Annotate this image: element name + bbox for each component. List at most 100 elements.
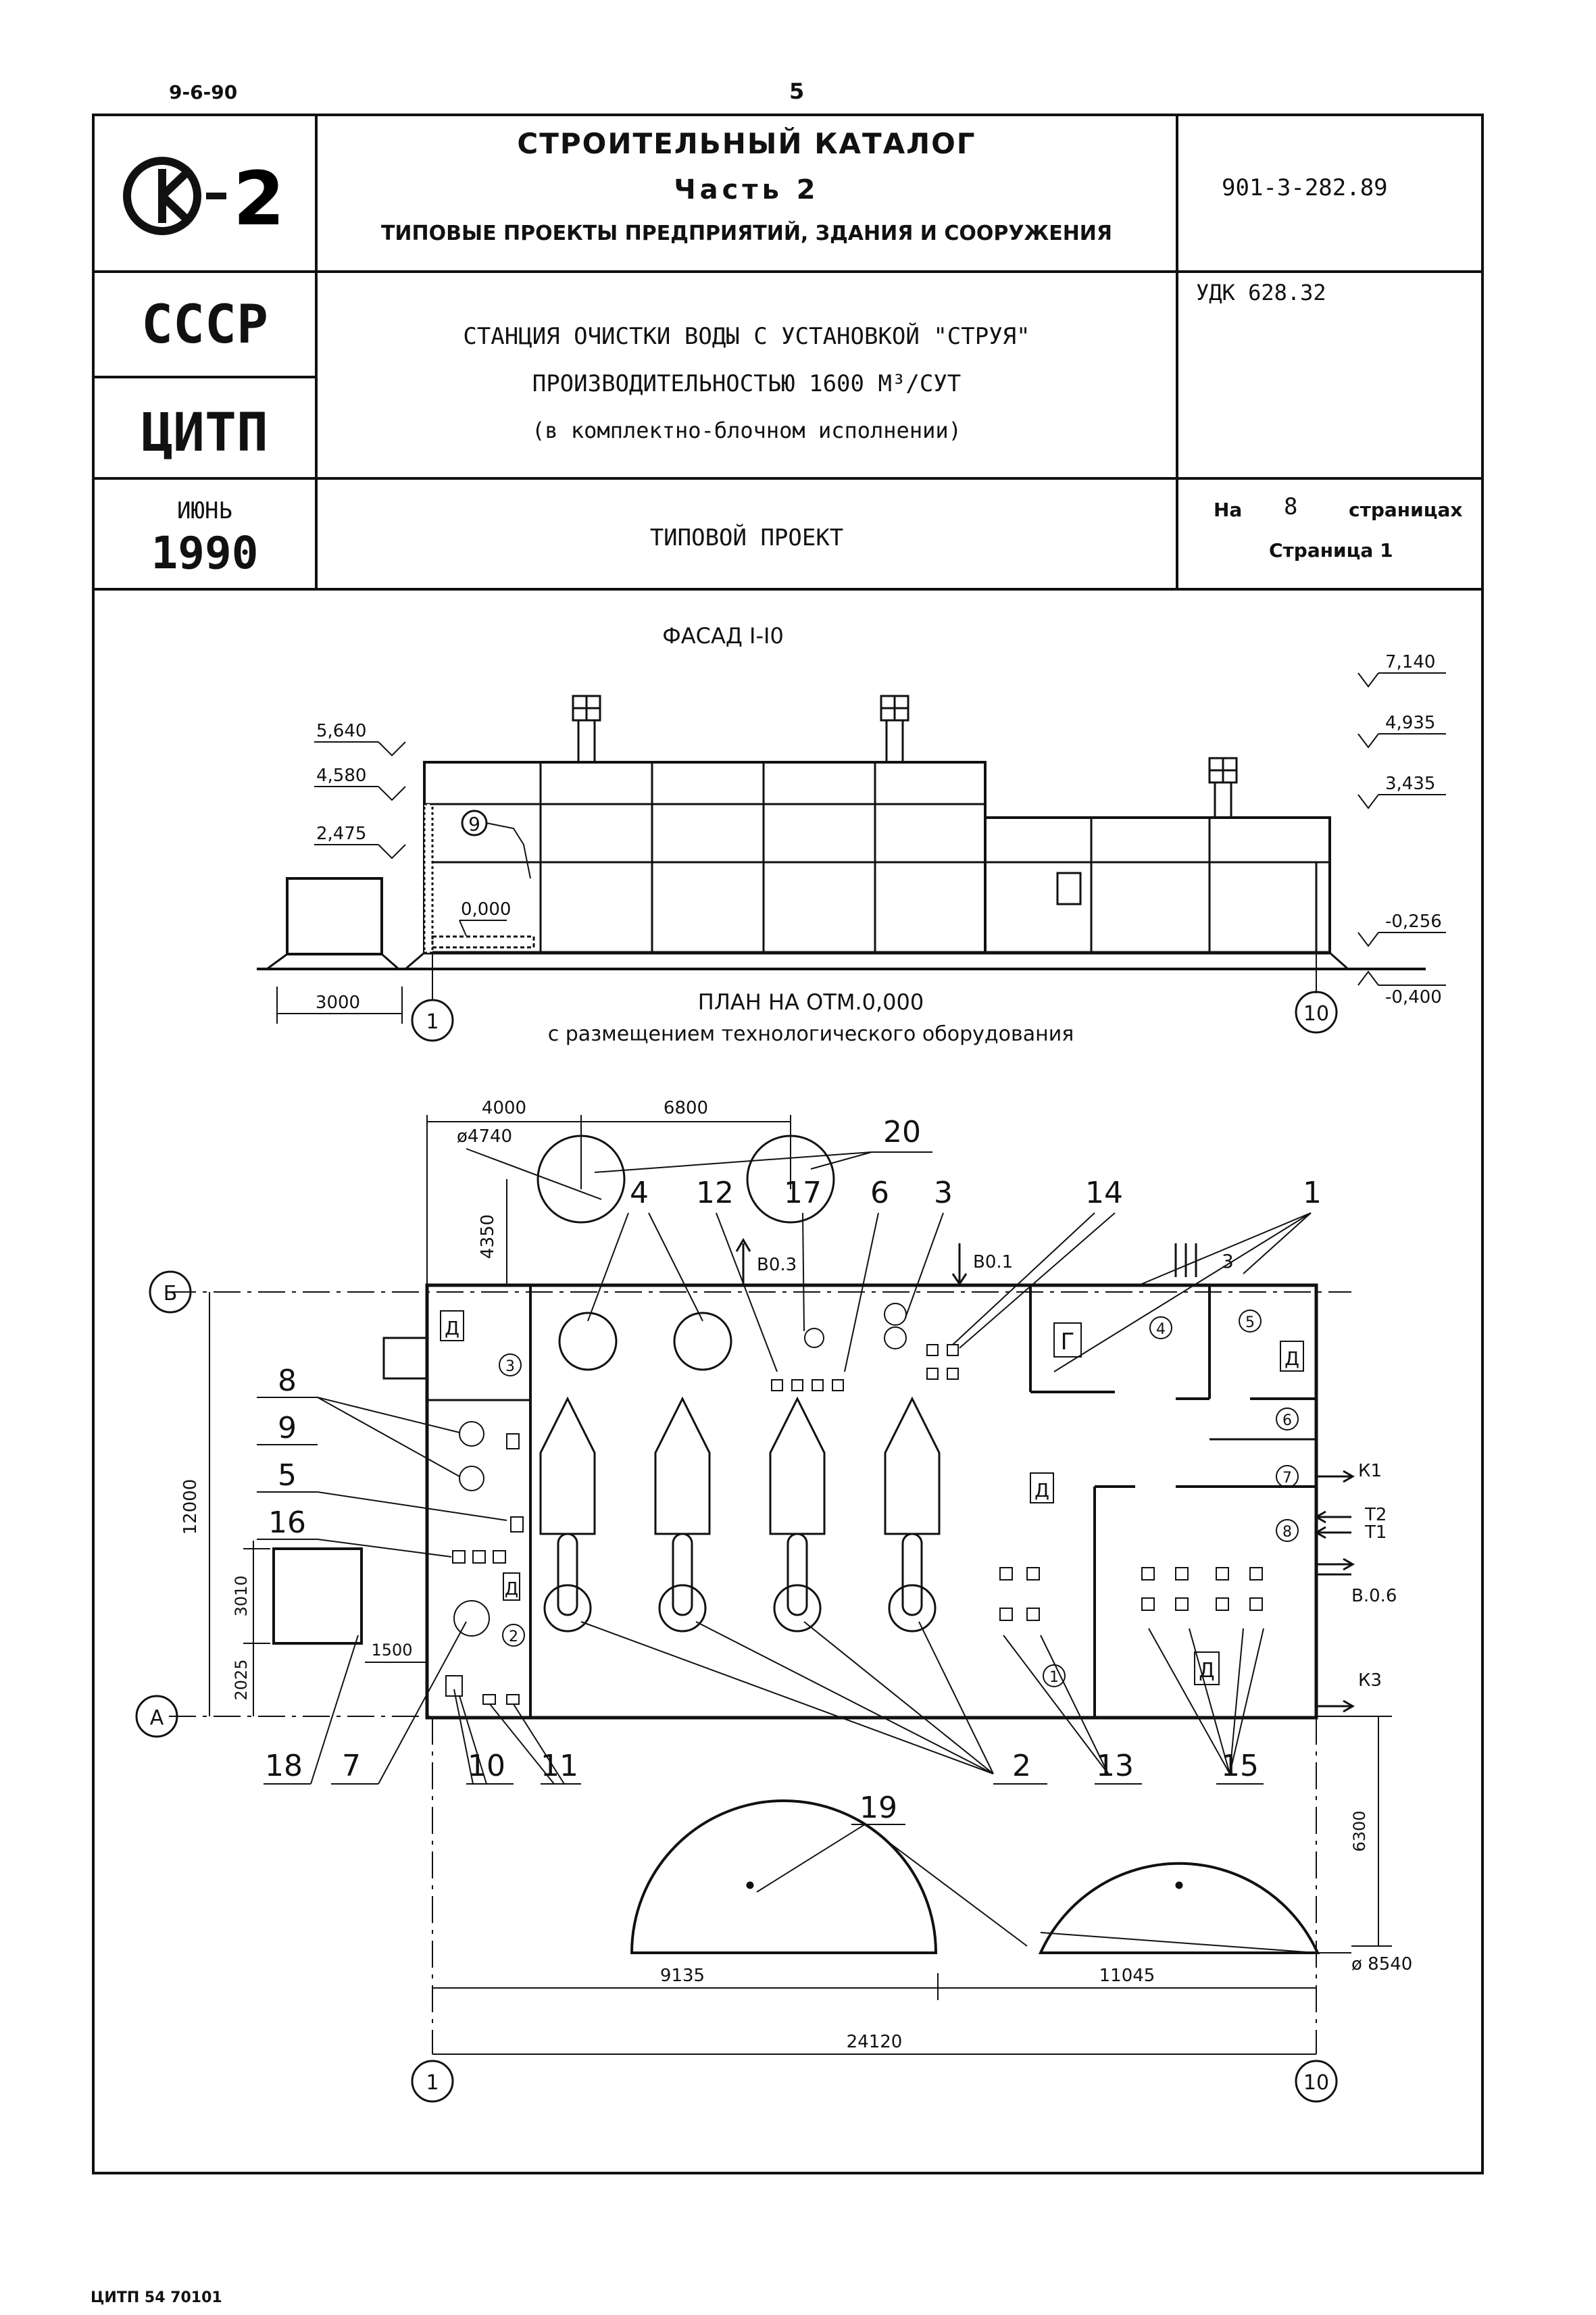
elev-left-1: 5,640 [316, 721, 366, 741]
month: ИЮНЬ [177, 497, 232, 524]
dim-4740: ø4740 [457, 1126, 512, 1147]
divider [315, 114, 318, 589]
elev-left-2: 4,580 [316, 766, 366, 786]
label-8: 8 [278, 1364, 297, 1398]
dim-8540: ø 8540 [1351, 1954, 1412, 1974]
dim-12000: 12000 [180, 1479, 201, 1535]
room-letter-d: Д [505, 1579, 518, 1599]
divider [92, 376, 315, 378]
room-number-8: 8 [1282, 1524, 1292, 1541]
doc-type: ТИПОВОЙ ПРОЕКТ [649, 524, 844, 551]
pages-suffix: страницах [1349, 499, 1463, 521]
dim-6800: 6800 [664, 1098, 708, 1118]
label-14: 14 [1085, 1176, 1123, 1210]
axis-B: Б [164, 1282, 178, 1305]
pages-count: 8 [1284, 493, 1298, 520]
label-18: 18 [265, 1749, 303, 1783]
project-code: 901-3-282.89 [1222, 174, 1388, 201]
label-9: 9 [278, 1411, 297, 1445]
label-12: 12 [696, 1176, 734, 1210]
project-title-line3: (в комплектно-блочном исполнении) [532, 418, 962, 443]
elev-left-4: 0,000 [461, 899, 511, 920]
room-number-2: 2 [509, 1628, 518, 1645]
dim-11045: 11045 [1099, 1966, 1155, 1986]
label-2: 2 [1012, 1749, 1031, 1783]
room-letter-d: Д [1285, 1347, 1299, 1370]
catalog-title: СТРОИТЕЛЬНЫЙ КАТАЛОГ [517, 127, 976, 160]
label-7: 7 [342, 1749, 361, 1783]
label-10: 10 [468, 1749, 505, 1783]
elev-right-1: 7,140 [1385, 652, 1435, 672]
facade-dim-3000: 3000 [316, 993, 360, 1013]
facade-callout-9: 9 [468, 813, 480, 835]
pipe-v03: В0.3 [757, 1255, 797, 1275]
pipe-v06: В.0.6 [1351, 1586, 1397, 1606]
label-17: 17 [784, 1176, 822, 1210]
footer-code: ЦИТП 54 70101 [91, 2289, 222, 2306]
divider [1176, 114, 1178, 589]
label-6: 6 [870, 1176, 889, 1210]
org-name: ЦИТП [141, 403, 268, 464]
logo: 2 [115, 149, 297, 243]
facade-title: ФАСАД I-I0 [662, 623, 784, 649]
catalog-part: Часть 2 [674, 174, 820, 205]
pipe-v01: В0.1 [973, 1252, 1013, 1272]
room-letter-d: Д [1199, 1659, 1214, 1683]
svg-text:2: 2 [233, 155, 285, 242]
elev-right-2: 4,935 [1385, 713, 1435, 733]
label-16: 16 [268, 1505, 306, 1540]
elev-right-3: 3,435 [1385, 774, 1435, 794]
axis-A: А [150, 1706, 164, 1730]
axis-1: 1 [426, 2071, 439, 2095]
elev-right-5: -0,400 [1385, 987, 1442, 1007]
elev-left-3: 2,475 [316, 824, 366, 844]
room-number-7: 7 [1282, 1470, 1292, 1487]
pipe-t1: Т1 [1364, 1522, 1387, 1543]
org-country: СССР [141, 295, 268, 355]
dim-4000: 4000 [482, 1098, 526, 1118]
label-5: 5 [278, 1458, 297, 1493]
elev-right-4: -0,256 [1385, 912, 1442, 932]
pipe-k1: К1 [1358, 1461, 1382, 1481]
divider [92, 588, 1484, 591]
dim-2025: 2025 [232, 1659, 251, 1700]
room-number-1: 1 [1049, 1669, 1059, 1686]
axis-10: 10 [1303, 2071, 1329, 2095]
room-number-6: 6 [1282, 1412, 1292, 1429]
divider [92, 270, 1484, 273]
doc-date: 9-6-90 [169, 81, 238, 103]
dim-6300: 6300 [1350, 1810, 1369, 1851]
label-15: 15 [1221, 1749, 1259, 1783]
pipe-3: 3 [1222, 1250, 1234, 1272]
dim-3010: 3010 [232, 1575, 251, 1616]
room-letter-d: Д [445, 1317, 459, 1339]
plan-subtitle: с размещением технологического оборудова… [548, 1022, 1074, 1046]
dim-24120: 24120 [847, 2032, 903, 2052]
pipe-t2: Т2 [1364, 1505, 1387, 1525]
dim-9135: 9135 [660, 1966, 705, 1986]
room-letter-g: Г [1061, 1328, 1075, 1355]
dim-4350: 4350 [478, 1214, 498, 1259]
pages-prefix: На [1214, 499, 1243, 521]
facade-axis-10: 10 [1303, 1002, 1329, 1026]
plan-title: ПЛАН НА ОТМ.0,000 [698, 989, 924, 1015]
page-label: Страница 1 [1269, 539, 1393, 562]
catalog-section: ТИПОВЫЕ ПРОЕКТЫ ПРЕДПРИЯТИЙ, ЗДАНИЯ И СО… [380, 222, 1113, 245]
project-title-line1: СТАНЦИЯ ОЧИСТКИ ВОДЫ С УСТАНОВКОЙ "СТРУЯ… [463, 323, 1030, 350]
page-number: 5 [789, 78, 805, 104]
room-number-3: 3 [505, 1358, 515, 1375]
room-letter-d: Д [1034, 1479, 1049, 1501]
room-number-5: 5 [1245, 1314, 1255, 1331]
label-4: 4 [630, 1176, 649, 1210]
pipe-k3: К3 [1358, 1670, 1382, 1691]
room-number-4: 4 [1156, 1321, 1166, 1338]
year: 1990 [151, 527, 259, 579]
stamp-frame [92, 114, 1484, 2174]
label-3: 3 [934, 1176, 953, 1210]
label-19: 19 [859, 1791, 897, 1825]
udk: УДК 628.32 [1196, 280, 1326, 305]
facade-axis-1: 1 [426, 1010, 439, 1034]
dim-1500: 1500 [371, 1641, 412, 1660]
divider [92, 477, 1484, 480]
